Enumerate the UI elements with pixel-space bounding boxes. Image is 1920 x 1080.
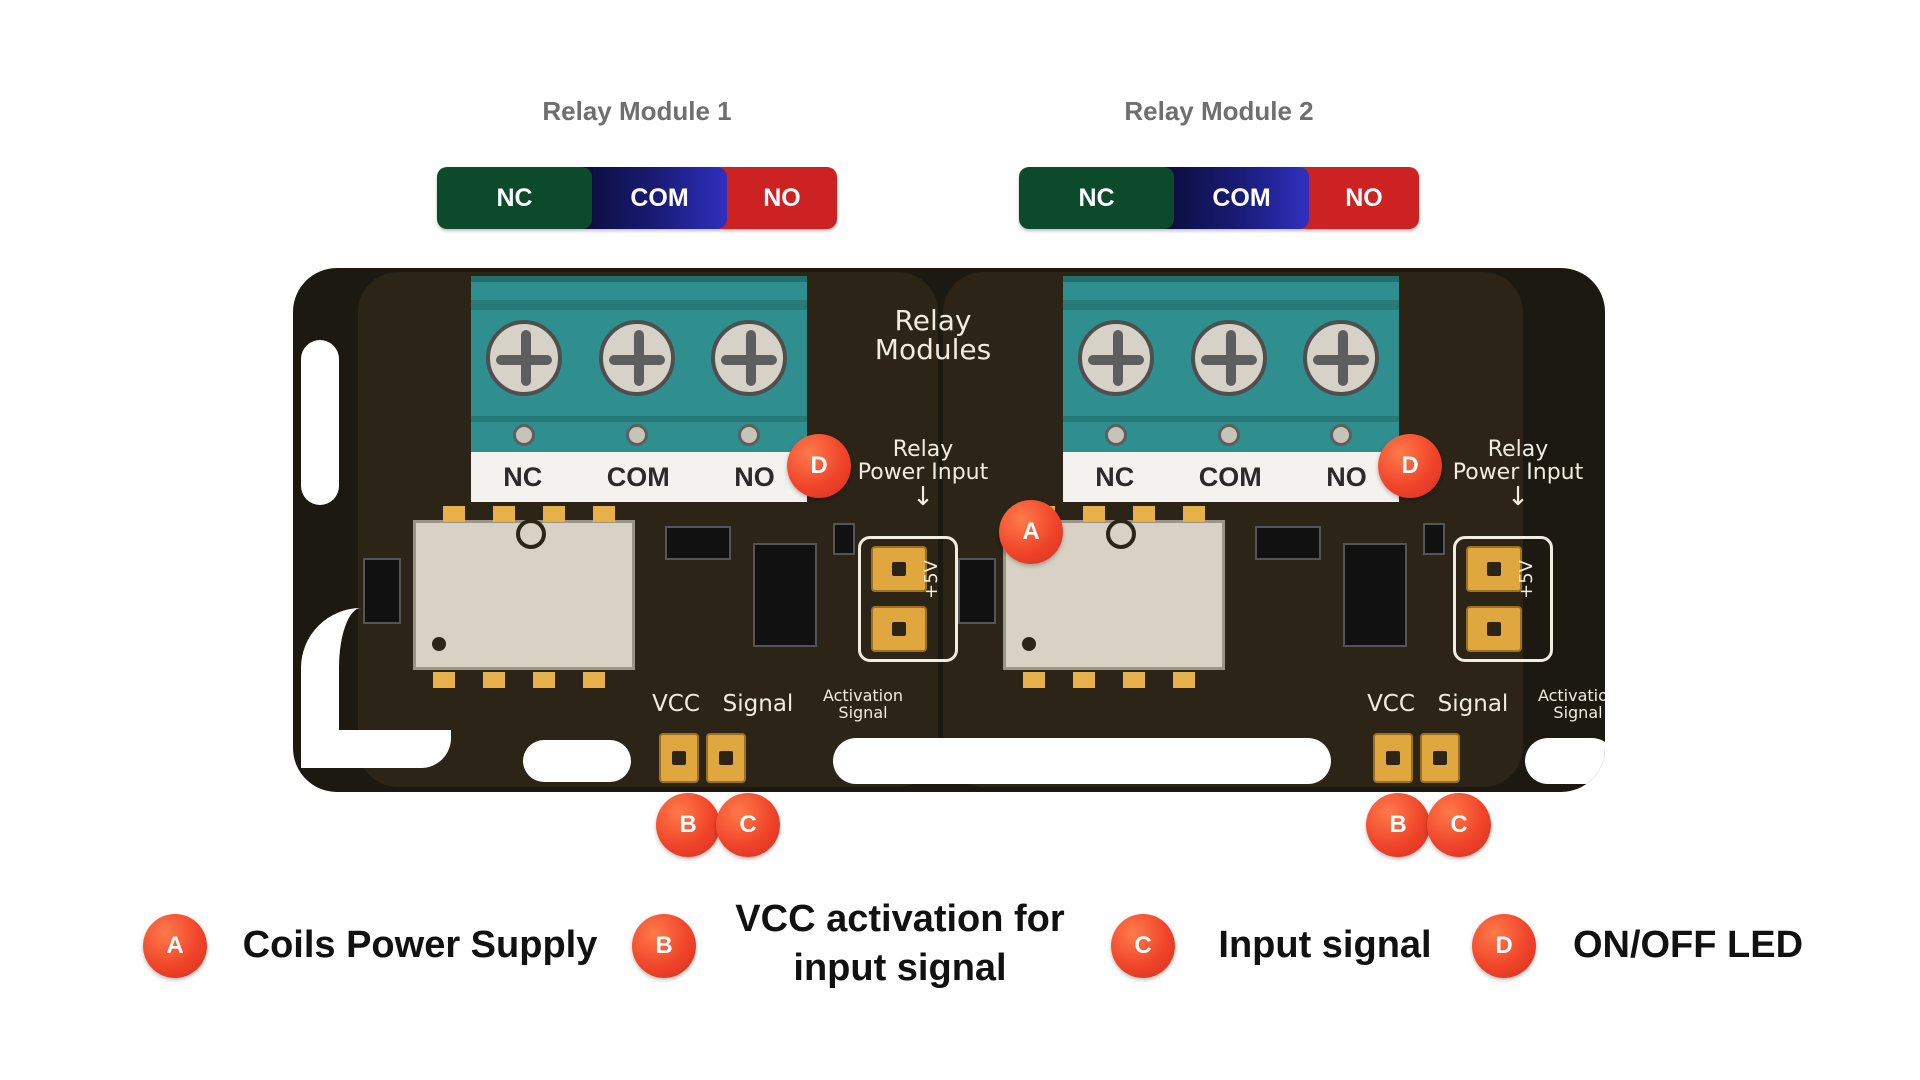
screw-icon <box>1303 320 1379 396</box>
no-label: NO <box>734 461 775 492</box>
arrow-down-icon: ↓ <box>912 482 934 513</box>
pcb-board: NC COM NO NC COM NO Relay Modules Relay … <box>293 268 1605 792</box>
terminal-labels-1: NC COM NO <box>471 452 807 502</box>
arrow-down-icon: ↓ <box>1507 482 1529 513</box>
optocoupler <box>1343 543 1407 647</box>
vcc-pad <box>1373 733 1413 783</box>
nc-segment: NC <box>437 167 592 229</box>
module-2-terminal-bar: NC COM NO <box>1019 167 1419 229</box>
legend-text-b: VCC activation for input signal <box>735 898 1065 990</box>
legend-badge-b: B <box>632 914 696 978</box>
screw-icon <box>486 320 562 396</box>
diode <box>958 558 996 624</box>
signal-label: Signal <box>1437 691 1509 717</box>
module-1-terminal-bar: NC COM NO <box>437 167 837 229</box>
no-label: NO <box>1326 461 1367 492</box>
relay-power-input-label-2: Relay Power Input ↓ <box>1443 438 1593 511</box>
signal-pad <box>1420 733 1460 783</box>
com-segment: COM <box>580 167 727 229</box>
board-slot <box>301 608 451 768</box>
activation-signal-label: Activation Signal <box>1537 686 1605 722</box>
signal-label: Signal <box>722 691 794 717</box>
badge-b-module-1: B <box>656 793 720 857</box>
optocoupler <box>753 543 817 647</box>
led <box>1423 523 1445 555</box>
legend-badge-a: A <box>143 914 207 978</box>
legend-badge-d: D <box>1472 914 1536 978</box>
power-input-outline-2 <box>1453 536 1553 662</box>
badge-c-module-1: C <box>716 793 780 857</box>
module-2-title: Relay Module 2 <box>1124 96 1314 126</box>
terminal-block-2 <box>1063 276 1399 460</box>
com-label: COM <box>606 461 670 492</box>
transistor <box>1255 526 1321 560</box>
power-input-outline-1 <box>858 536 958 662</box>
diode <box>363 558 401 624</box>
power-pad <box>871 546 927 592</box>
no-segment: NO <box>715 167 837 229</box>
nc-label: NC <box>1095 461 1135 492</box>
badge-a: A <box>999 500 1063 564</box>
badge-d-module-1: D <box>787 434 851 498</box>
screw-icon <box>599 320 675 396</box>
com-label: COM <box>1198 461 1262 492</box>
screw-icon <box>711 320 787 396</box>
legend-text-a: Coils Power Supply <box>242 924 598 966</box>
vcc-label: VCC <box>652 691 700 717</box>
plus-5v-label: +5V <box>1516 560 1537 599</box>
terminal-block-1 <box>471 276 807 460</box>
transistor <box>665 526 731 560</box>
relay-power-input-label-1: Relay Power Input ↓ <box>848 438 998 511</box>
legend-text-d: ON/OFF LED <box>1572 924 1804 966</box>
com-segment: COM <box>1162 167 1309 229</box>
relay-1 <box>413 519 635 670</box>
board-slot <box>1525 738 1605 784</box>
activation-signal-label: Activation Signal <box>822 686 904 722</box>
module-1-title: Relay Module 1 <box>542 96 732 126</box>
no-segment: NO <box>1297 167 1419 229</box>
nc-label: NC <box>503 461 543 492</box>
screw-icon <box>1191 320 1267 396</box>
nc-segment: NC <box>1019 167 1174 229</box>
led <box>833 523 855 555</box>
badge-c-module-2: C <box>1427 793 1491 857</box>
legend-text-c: Input signal <box>1218 924 1432 966</box>
screw-icon <box>1078 320 1154 396</box>
signal-pad <box>706 733 746 783</box>
power-pad <box>1466 606 1522 652</box>
board-slot <box>301 340 339 505</box>
badge-d-module-2: D <box>1378 434 1442 498</box>
vcc-label: VCC <box>1367 691 1415 717</box>
board-slot <box>833 738 1331 784</box>
vcc-pad <box>659 733 699 783</box>
plus-5v-label: +5V <box>921 560 942 599</box>
board-slot <box>523 740 631 782</box>
badge-b-module-2: B <box>1366 793 1430 857</box>
terminal-labels-2: NC COM NO <box>1063 452 1399 502</box>
legend-badge-c: C <box>1111 914 1175 978</box>
relay-modules-label: Relay Modules <box>874 304 992 367</box>
power-pad <box>1466 546 1522 592</box>
power-pad <box>871 606 927 652</box>
